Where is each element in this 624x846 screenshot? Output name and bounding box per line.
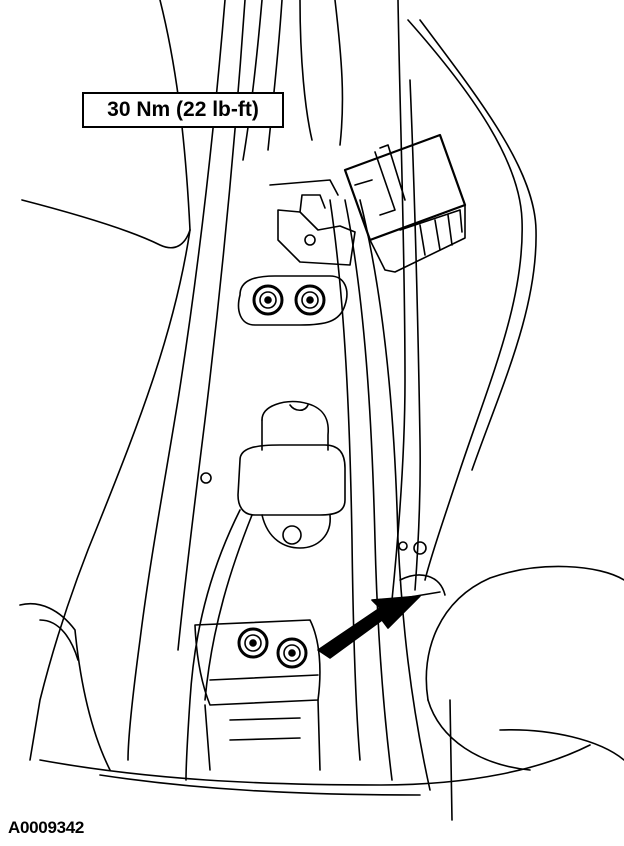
- electrical-connector: [345, 135, 465, 272]
- upper-bracket: [270, 180, 355, 265]
- mounting-hole: [414, 542, 426, 554]
- mounting-hole: [201, 473, 211, 483]
- pointer-arrow: [318, 592, 440, 658]
- mounting-hole: [399, 542, 407, 550]
- seat-back: [400, 566, 624, 820]
- body-contours: [20, 0, 624, 795]
- belt-guide: [186, 402, 345, 780]
- upper-bolts: [239, 276, 347, 325]
- torque-callout: 30 Nm (22 lb-ft): [82, 92, 284, 128]
- figure-id: A0009342: [8, 818, 85, 837]
- lower-bolts: [195, 620, 320, 770]
